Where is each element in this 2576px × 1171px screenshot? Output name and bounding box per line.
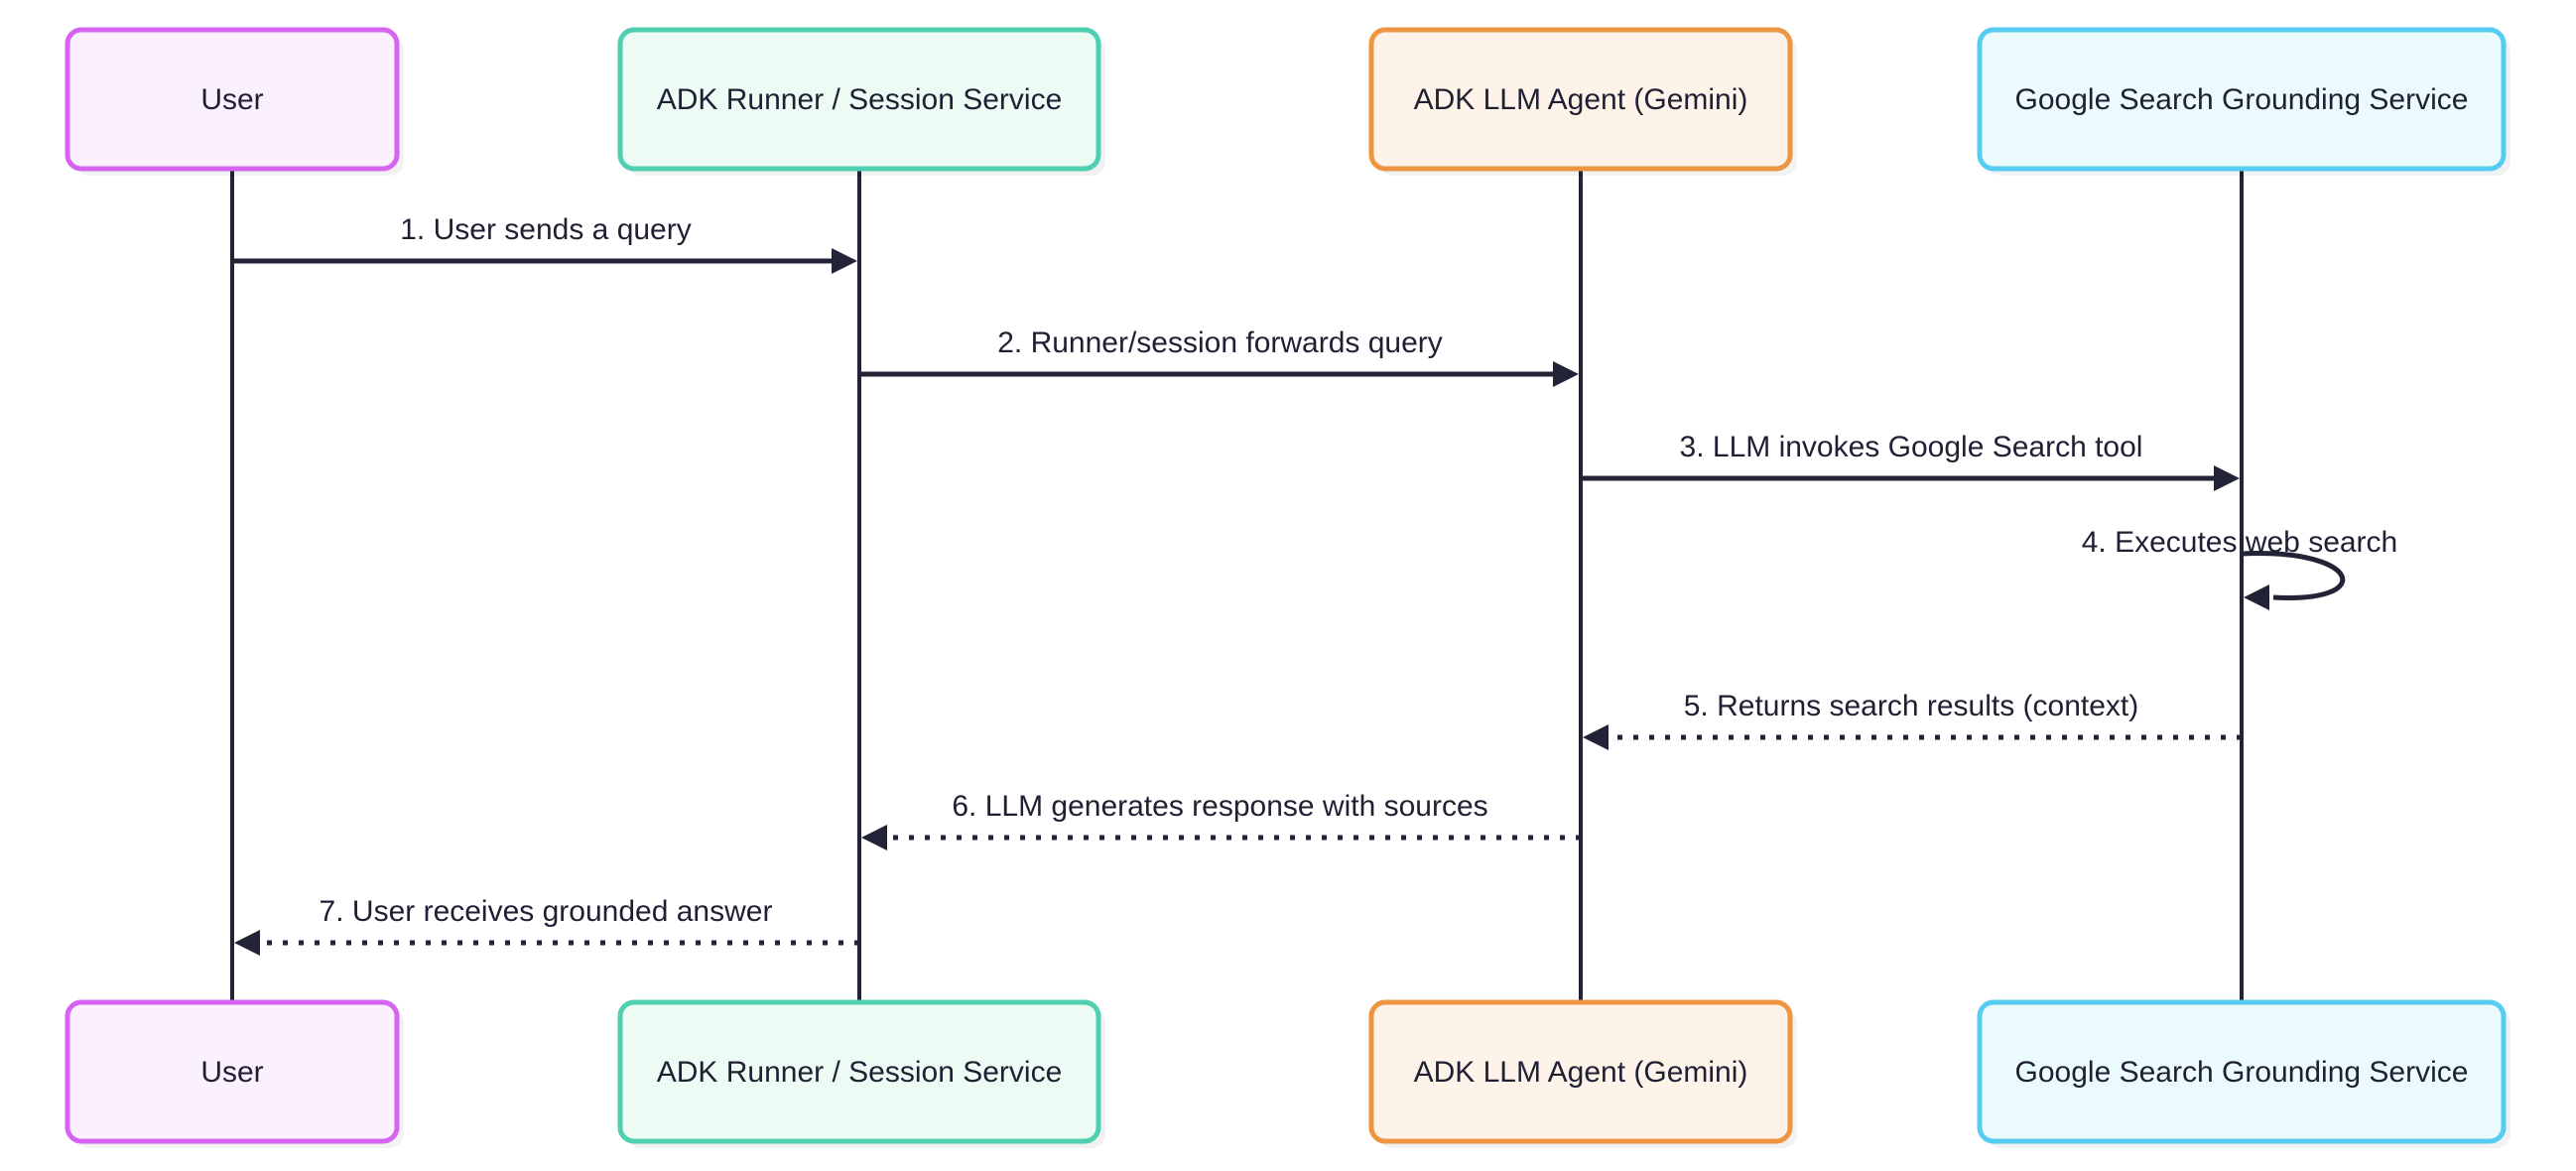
box-rect [1368, 999, 1793, 1144]
messages-group [232, 248, 2346, 956]
participant-box-user-top[interactable]: User [64, 27, 404, 176]
message-label-4: 4. Executes web search [2082, 526, 2398, 559]
self-loop-path [2241, 551, 2346, 600]
message-label-2: 2. Runner/session forwards query [997, 326, 1443, 359]
participant-label-user: User [200, 83, 263, 116]
box-rect [1977, 27, 2507, 172]
message-label-3: 3. LLM invokes Google Search tool [1680, 431, 2143, 463]
participant-box-search-bottom[interactable]: Google Search Grounding Service [1977, 999, 2511, 1148]
participant-boxes-bottom: User ADK Runner / Session Service ADK LLM … [64, 999, 2511, 1148]
participant-label-runner: ADK Runner / Session Service [657, 83, 1063, 116]
participant-label-agent: ADK LLM Agent (Gemini) [1414, 83, 1748, 116]
box-rect [1977, 999, 2507, 1144]
arrowhead [234, 930, 260, 956]
message-label-5: 5. Returns search results (context) [1684, 690, 2139, 722]
box-rect [617, 27, 1101, 172]
arrowhead [2244, 585, 2269, 610]
arrowhead [2214, 465, 2240, 491]
message-4 [2241, 551, 2346, 610]
message-7 [234, 930, 859, 956]
box-rect [1368, 27, 1793, 172]
participant-box-agent-bottom[interactable]: ADK LLM Agent (Gemini) [1368, 999, 1797, 1148]
participant-box-runner-top[interactable]: ADK Runner / Session Service [617, 27, 1105, 176]
message-3 [1581, 465, 2240, 491]
message-5 [1583, 724, 2242, 750]
participant-box-user-bottom[interactable]: User [64, 999, 404, 1148]
lifelines-group [230, 169, 2244, 1002]
participant-box-agent-top[interactable]: ADK LLM Agent (Gemini) [1368, 27, 1797, 176]
message-1 [232, 248, 857, 274]
arrowhead [1583, 724, 1609, 750]
participant-label-agent: ADK LLM Agent (Gemini) [1414, 1056, 1748, 1089]
box-rect [617, 999, 1101, 1144]
message-label-7: 7. User receives grounded answer [320, 895, 773, 928]
participant-label-runner: ADK Runner / Session Service [657, 1056, 1063, 1089]
message-label-6: 6. LLM generates response with sources [952, 790, 1487, 823]
participant-label-search: Google Search Grounding Service [2015, 83, 2469, 116]
message-2 [859, 361, 1579, 387]
box-rect [64, 27, 400, 172]
participant-label-user: User [200, 1056, 263, 1089]
arrowhead [1553, 361, 1579, 387]
message-labels-group: 1. User sends a query 2. Runner/session f… [320, 213, 2398, 928]
box-rect [64, 999, 400, 1144]
arrowhead [861, 825, 887, 850]
participant-box-runner-bottom[interactable]: ADK Runner / Session Service [617, 999, 1105, 1148]
message-6 [861, 825, 1581, 850]
participant-boxes-top: User ADK Runner / Session Service ADK LLM … [64, 27, 2511, 176]
participant-label-search: Google Search Grounding Service [2015, 1056, 2469, 1089]
participant-box-search-top[interactable]: Google Search Grounding Service [1977, 27, 2511, 176]
arrowhead [832, 248, 857, 274]
message-label-1: 1. User sends a query [400, 213, 691, 246]
